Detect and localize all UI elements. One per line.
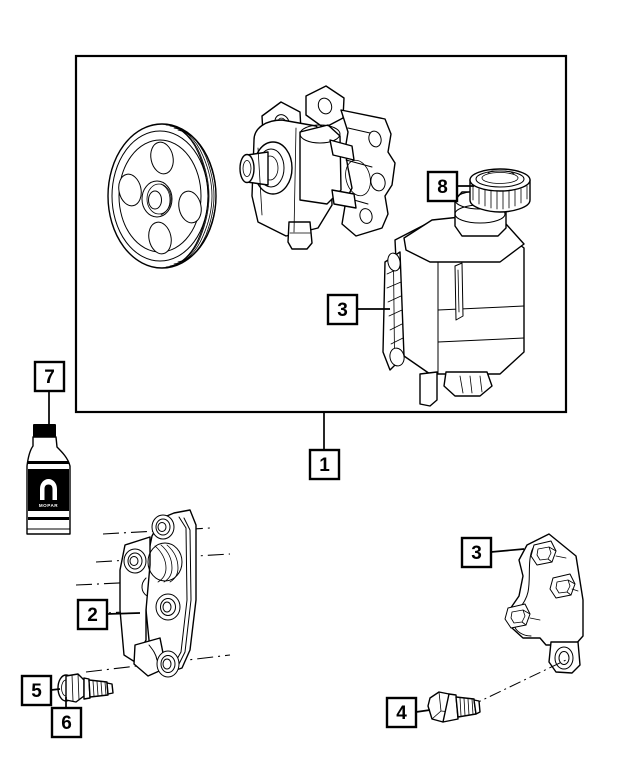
power-steering-fluid-bottle: MOPAR	[26, 424, 71, 535]
assembly-group-frame	[74, 54, 568, 414]
callout-1-number: 1	[319, 455, 330, 476]
support-bracket	[469, 533, 584, 707]
support-bracket-bolt-centerline	[469, 659, 567, 707]
bolt-4-threads	[459, 697, 474, 717]
callout-3-bracket-number: 3	[471, 543, 482, 564]
callout-6-number: 6	[61, 713, 72, 734]
callout-1[interactable]: 1	[308, 448, 341, 481]
callout-2-number: 2	[87, 605, 98, 626]
callout-3-bracket[interactable]: 3	[460, 536, 493, 569]
callout-4-number: 4	[396, 703, 407, 724]
bracket-centerline-bottom	[85, 654, 231, 673]
power-steering-pump-body	[239, 85, 396, 250]
hex-flange-bolt-bracket	[427, 691, 481, 723]
fluid-reservoir	[382, 190, 525, 407]
pulley-lightening-holes	[118, 141, 202, 255]
callout-leaders-group	[48, 185, 525, 713]
reservoir-cap	[469, 168, 531, 213]
pump-pulley	[107, 123, 217, 269]
hex-flange-bolt-pump	[57, 673, 114, 703]
callout-2[interactable]: 2	[76, 598, 109, 631]
mopar-logo-icon: MOPAR	[39, 479, 58, 508]
callout-7[interactable]: 7	[33, 360, 66, 393]
mopar-wordmark: MOPAR	[39, 503, 58, 508]
leader-2	[106, 612, 141, 615]
bracket-square-bosses	[504, 540, 576, 629]
callout-7-number: 7	[44, 367, 55, 388]
cap-knurling	[472, 185, 528, 210]
callout-4[interactable]: 4	[385, 696, 418, 729]
callout-3-reservoir[interactable]: 3	[326, 293, 359, 326]
leader-5	[50, 688, 61, 691]
callout-3-reservoir-number: 3	[337, 300, 348, 321]
leader-3-bracket	[490, 548, 525, 553]
leader-4	[415, 709, 431, 713]
callout-6[interactable]: 6	[50, 706, 83, 739]
callout-8[interactable]: 8	[426, 170, 459, 203]
callout-8-number: 8	[437, 177, 448, 198]
pump-mounting-bracket	[75, 509, 231, 678]
bolt-5-threads	[92, 680, 107, 697]
callout-5-number: 5	[31, 681, 42, 702]
callout-5[interactable]: 5	[20, 674, 53, 707]
